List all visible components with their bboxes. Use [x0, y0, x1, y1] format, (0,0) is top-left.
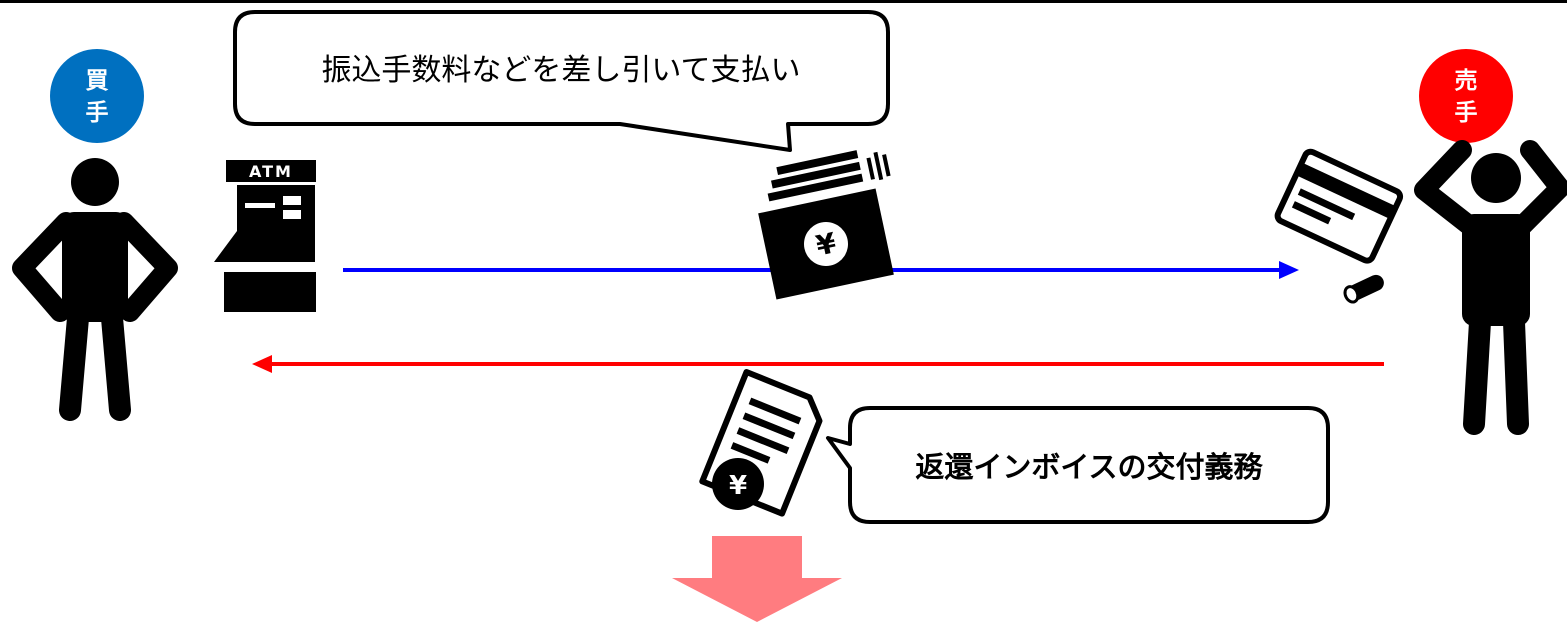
buyer-badge: 買 手 — [50, 49, 144, 143]
atm-icon: ATM — [214, 160, 316, 312]
return-invoice-callout: 返還インボイスの交付義務 — [826, 406, 1330, 524]
buyer-figure-icon — [12, 158, 178, 421]
buyer-label-line1: 買 — [86, 68, 109, 94]
return-arrow — [252, 355, 1384, 373]
top-border — [0, 0, 1567, 3]
seller-badge-circle — [1419, 49, 1513, 143]
atm-label: ATM — [249, 162, 293, 181]
return-invoice-callout-text: 返還インボイスの交付義務 — [915, 450, 1263, 484]
buyer-badge-circle — [50, 49, 144, 143]
fallen-card-icon — [1274, 148, 1404, 304]
coin-yen-symbol: ¥ — [729, 471, 747, 501]
buyer-label-line2: 手 — [86, 100, 109, 126]
seller-figure-icon — [1414, 140, 1567, 435]
payment-callout: 振込手数料などを差し引いて支払い — [233, 10, 890, 152]
seller-badge: 売 手 — [1419, 49, 1513, 143]
invoice-document-icon: ¥ — [699, 368, 823, 517]
down-arrow — [672, 536, 842, 622]
yen-coin-icon — [712, 458, 764, 510]
seller-label-line2: 手 — [1455, 100, 1478, 126]
yen-banknote-icon: ¥ — [758, 150, 894, 300]
payment-callout-text: 振込手数料などを差し引いて支払い — [321, 53, 800, 88]
seller-label-line1: 売 — [1455, 68, 1478, 94]
